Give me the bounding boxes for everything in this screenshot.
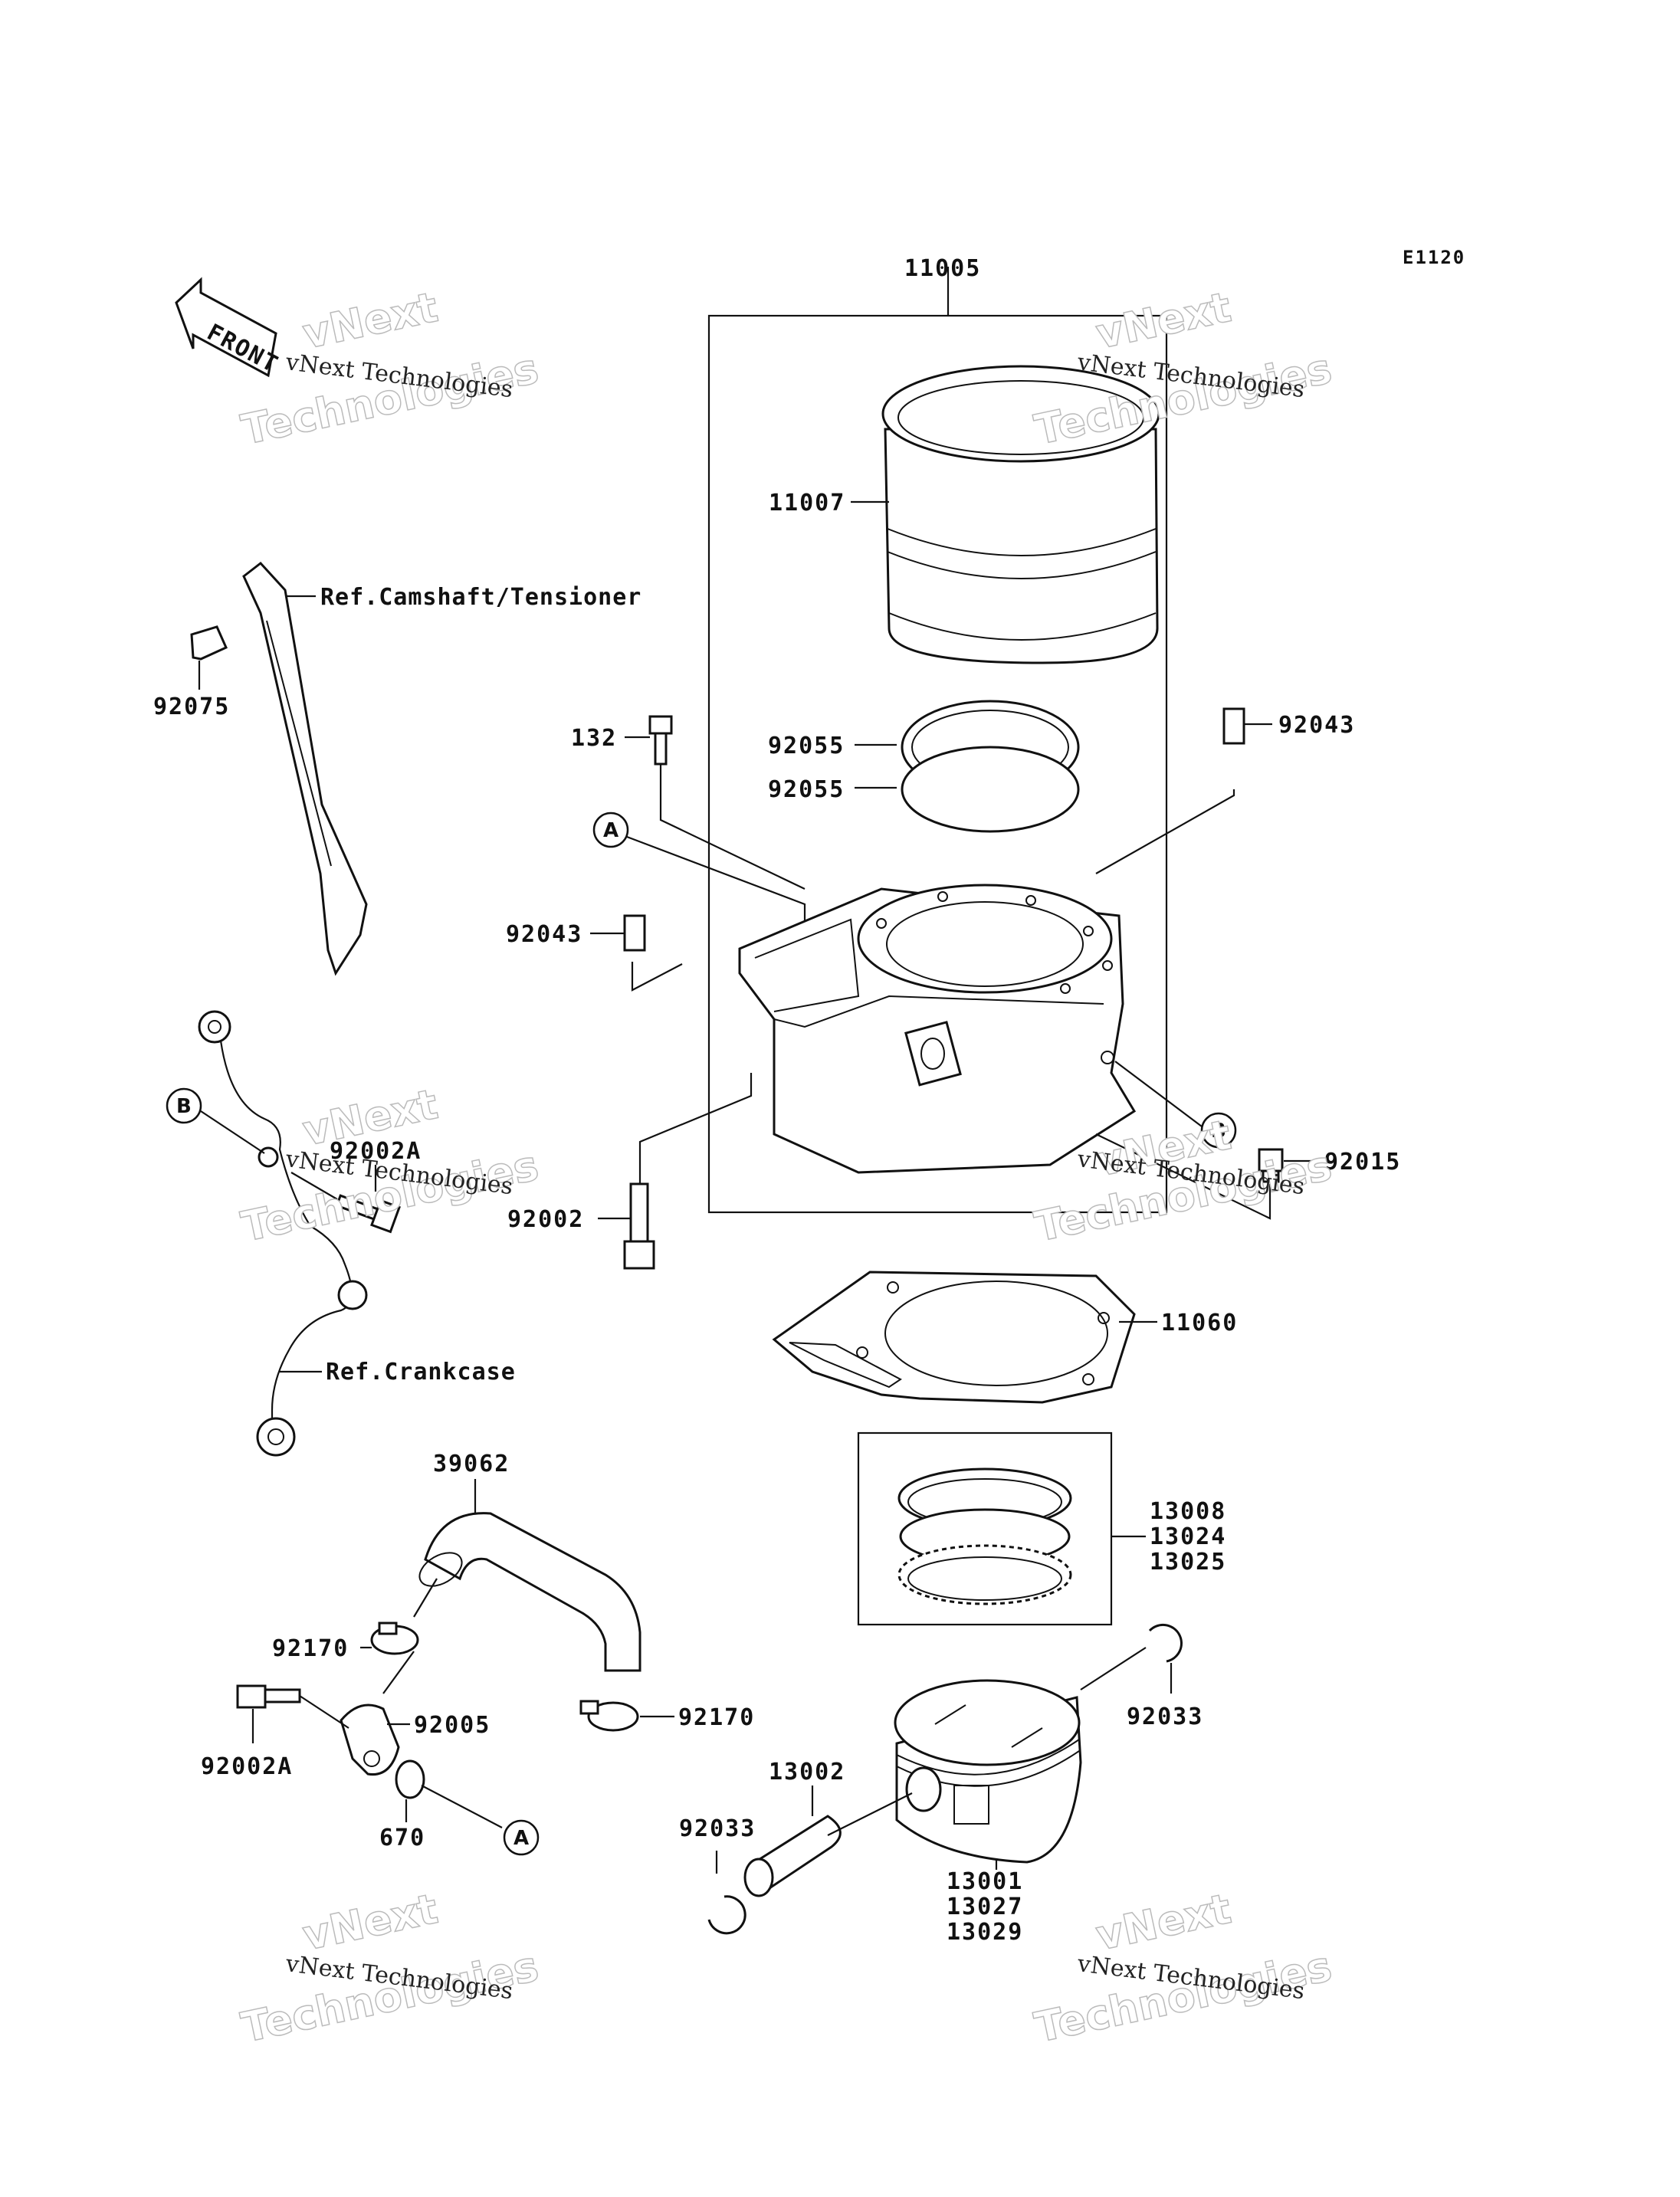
svg-text:A: A [603, 819, 619, 842]
label-92170-right: 92170 [678, 1704, 755, 1731]
breather-fitting [340, 1703, 400, 1776]
label-92170-left: 92170 [272, 1635, 349, 1662]
circlip-right [1148, 1623, 1183, 1663]
label-11060: 11060 [1161, 1310, 1238, 1336]
label-13001: 13001 [947, 1868, 1023, 1895]
svg-text:B: B [1211, 1120, 1226, 1143]
svg-text:A: A [514, 1827, 529, 1850]
label-13002: 13002 [769, 1759, 845, 1785]
svg-text:vNext: vNext [1092, 1884, 1235, 1960]
watermark-bottom-right: vNext Technologies vNext Technologies [1030, 1884, 1337, 2052]
label-13025: 13025 [1150, 1549, 1226, 1576]
label-ref-camshaft: Ref.Camshaft/Tensioner [320, 584, 641, 611]
svg-text:vNext: vNext [299, 283, 442, 359]
banjo-bolt-upper [335, 1194, 401, 1234]
leader-a-top [626, 835, 806, 943]
front-arrow-icon: FRONT [175, 277, 283, 379]
callout-a-bottom: A [503, 1819, 540, 1856]
seal-rings [901, 700, 1080, 833]
hose-clamp-right [579, 1700, 639, 1732]
leader-92005-to-clamp [382, 1651, 415, 1694]
piston-pin [743, 1815, 842, 1897]
leader-92002-to-cylinder [638, 1073, 753, 1184]
label-92075: 92075 [153, 694, 230, 720]
label-92033-left: 92033 [679, 1815, 756, 1842]
label-92002a-upper: 92002A [330, 1138, 422, 1165]
o-ring-670 [395, 1759, 425, 1799]
label-13008: 13008 [1150, 1498, 1226, 1525]
watermark-bottom-left: vNext Technologies vNext Technologies [237, 1884, 543, 2052]
dowel-right [1222, 707, 1245, 745]
label-13027: 13027 [947, 1894, 1023, 1920]
label-11005: 11005 [904, 255, 981, 282]
label-92055-lower: 92055 [768, 776, 845, 803]
label-92015: 92015 [1324, 1149, 1401, 1176]
leader-92033-right-to-piston [1080, 1647, 1147, 1690]
stud-bolt-92002 [623, 1182, 655, 1270]
leader-b-left [200, 1110, 265, 1154]
leader-92043-left-to-cylinder [631, 962, 683, 992]
label-13029: 13029 [947, 1919, 1023, 1946]
svg-text:vNext: vNext [299, 1884, 442, 1960]
callout-a-top: A [592, 812, 629, 848]
circlip-left [707, 1895, 746, 1935]
leader-92170-left-to-hose [413, 1578, 438, 1618]
oil-pipe [198, 1010, 368, 1457]
dowel-left [623, 914, 646, 952]
piston-rings [897, 1467, 1072, 1605]
svg-text:B: B [176, 1095, 192, 1118]
label-92002: 92002 [507, 1206, 584, 1233]
leader-92002a-lower-to-fitting [299, 1695, 349, 1729]
leader-92015-to-cylinder [1095, 1133, 1271, 1220]
label-92043-right: 92043 [1278, 712, 1355, 739]
leader-670-to-a [421, 1785, 503, 1828]
chain-guide [242, 561, 368, 976]
plug-92015 [1258, 1148, 1284, 1183]
label-92043-left: 92043 [506, 921, 582, 948]
leader-132-to-cylinder [659, 764, 806, 890]
label-ref-crankcase: Ref.Crankcase [326, 1359, 516, 1385]
leader-13002-to-piston [827, 1792, 913, 1836]
label-39062: 39062 [433, 1451, 510, 1477]
label-670: 670 [379, 1825, 425, 1851]
label-92055-upper: 92055 [768, 733, 845, 759]
watermark-top-left: vNext Technologies vNext Technologies [237, 282, 543, 454]
callout-b-right: B [1200, 1112, 1237, 1149]
leader-b-right [1114, 1061, 1203, 1127]
cylinder-block [738, 884, 1137, 1174]
cylinder-assembly-frame [707, 267, 1168, 1214]
leader-92002a-upper-to-pipe [290, 1172, 338, 1200]
diagram-code: E1120 [1403, 247, 1465, 268]
label-132: 132 [571, 725, 617, 752]
hose-clamp-left [370, 1622, 419, 1655]
callout-b-left: B [166, 1087, 202, 1124]
label-92005: 92005 [414, 1712, 491, 1739]
label-92002a-lower: 92002A [201, 1753, 293, 1780]
leader-92043-right-to-cylinder [1095, 789, 1235, 874]
bolt-132 [648, 715, 673, 766]
breather-hose [418, 1512, 641, 1672]
watermark-top-right: vNext Technologies vNext Technologies [1030, 282, 1337, 454]
head-gasket [772, 1271, 1136, 1404]
piston [894, 1679, 1082, 1864]
piston-rings-frame [857, 1431, 1113, 1626]
label-13024: 13024 [1150, 1523, 1226, 1550]
label-11007: 11007 [769, 490, 845, 516]
chain-guide-clip [190, 625, 228, 661]
cylinder-sleeve [881, 365, 1160, 664]
bolt-92002a-lower [236, 1684, 301, 1709]
svg-text:vNext: vNext [1092, 283, 1235, 359]
label-92033-right: 92033 [1127, 1703, 1203, 1730]
